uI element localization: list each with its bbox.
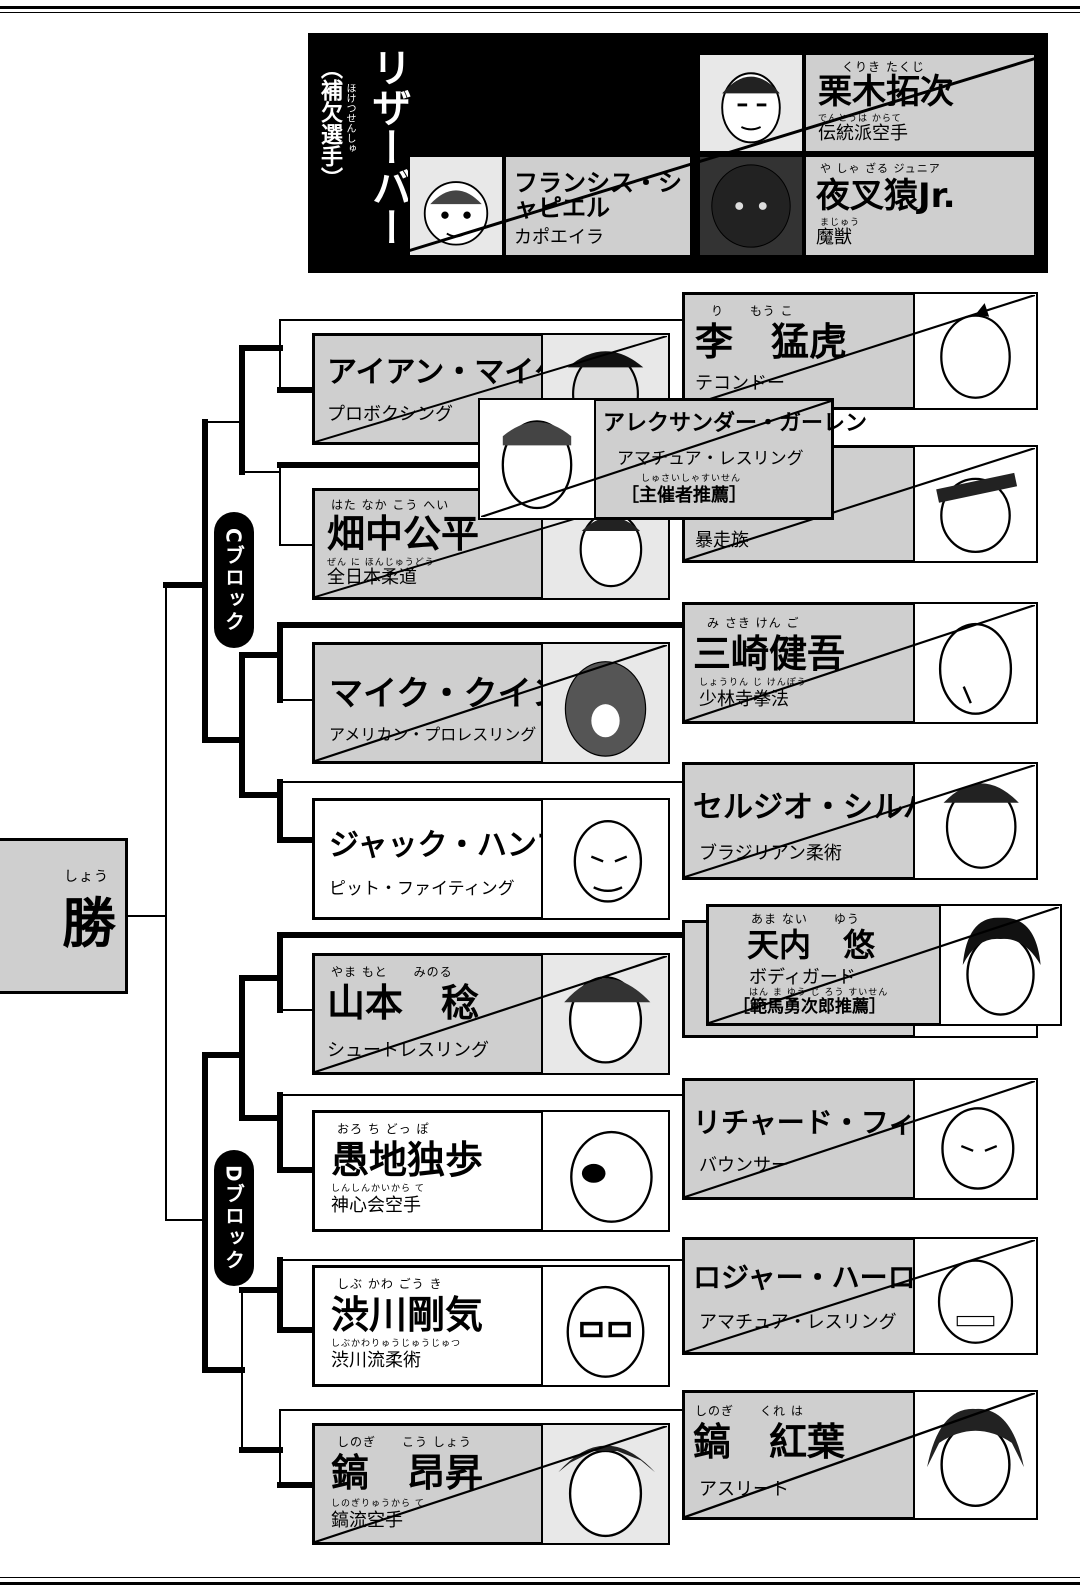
reserve-panel: リザーバー （補欠選手） ほけつせんしゅ くりき たくじ 栗木拓次 でんとうは … [308,33,1048,273]
fighter-name: 渋川剛気 [331,1293,484,1337]
portrait-roger [913,1237,1038,1355]
portrait-jack-hanma [541,798,670,920]
fighter-style: シュートレスリング [327,1040,489,1061]
left-card-3: ジャック・ハンマー ピット・ファイティング [312,798,670,920]
fighter-style: 暴走族 [695,530,749,551]
fighter-ruby: み さき けん ご [707,616,800,630]
recommendation-note: ［範馬勇次郎推薦］ [733,997,886,1017]
portrait-doppo [541,1110,670,1232]
portrait-misaki [913,602,1038,724]
right-card-5: リチャード・フィルス バウンサー [682,1078,1038,1200]
fighter-name: セルジオ・シルバ [693,790,933,825]
portrait-yamamoto [541,953,670,1075]
bottom-border [0,1582,1080,1585]
reserve-title: リザーバー [365,47,411,247]
c-block-label: Cブロック [214,512,254,648]
fighter-style: アメリカン・プロレスリング [329,725,537,744]
left-card-4: やま もと みのる 山本 稔 シュートレスリング [312,953,670,1075]
portrait-gallen [478,398,596,520]
portrait-mike-quinn [541,642,670,764]
fighter-style: バウンサー [699,1155,789,1176]
fighter-style: 全日本柔道 [327,567,417,588]
style-ruby: しぶかわりゅうじゅうじゅつ [331,1339,462,1349]
left-card-2: マイク・クイン アメリカン・プロレスリング [312,642,670,764]
fighter-name: アレクサンダー・ガーレン [603,411,868,436]
fighter-style: ボディガード [749,967,856,988]
fighter-style: アマチュア・レスリング [617,449,804,469]
left-card-6: しぶ かわ ごう き 渋川剛気 しぶかわりゅうじゅうじゅつ 渋川流柔術 [312,1265,670,1387]
fighter-name: ロジャー・ハーロン [693,1261,944,1294]
right-card-7: しのぎ くれ は 鎬 紅葉 アスリート [682,1390,1038,1520]
portrait-shinogi-kureha [913,1390,1038,1520]
left-card-5: おろ ち どっ ぽ 愚地独歩 しんしんかいから て 神心会空手 [312,1110,670,1232]
fighter-ruby: はた なか こう へい [331,498,450,512]
fighter-style: ピット・ファイティング [329,879,515,899]
fighter-ruby: やま もと みのる [331,965,453,979]
fighter-style: 渋川流柔術 [331,1350,421,1371]
fighter-style: プロボクシング [327,404,453,425]
top-border-inner [0,12,1080,13]
style-ruby: しのぎりゅうから て [331,1499,425,1509]
fighter-style: ブラジリアン柔術 [699,843,842,864]
fighter-name: マイク・クイン [329,674,566,714]
left-card-7: しのぎ こう しょう 鎬 昂昇 しのぎりゅうから て 鎬流空手 [312,1423,670,1545]
style-ruby: しんしんかいから て [331,1184,425,1194]
fighter-name: 鎬 昂昇 [331,1451,484,1495]
right-card-3: セルジオ・シルバ ブラジリアン柔術 [682,762,1038,880]
portrait-sergio [913,762,1038,880]
portrait-richard [913,1078,1038,1200]
fighter-name: 山本 稔 [327,981,480,1025]
fighter-name: 李 猛虎 [695,320,848,364]
fighter-name: 天内 悠 [747,926,876,964]
note-ruby: しゅさいしゃすいせん [641,474,742,484]
right-card-6: ロジャー・ハーロン アマチュア・レスリング [682,1237,1038,1355]
fighter-style: アマチュア・レスリング [699,1312,897,1333]
fighter-style: 少林寺拳法 [699,689,789,710]
overlay-card-amanai: あま ない ゆう 天内 悠 ボディガード はん ま ゆう じ ろう すいせん ［… [706,904,1062,1026]
portrait-amanai [939,904,1062,1026]
fighter-style: 鎬流空手 [331,1510,403,1531]
fighter-ruby: しのぎ くれ は [695,1404,804,1418]
fighter-ruby: おろ ち どっ ぽ [337,1122,430,1136]
fighter-name: 鎬 紅葉 [693,1420,846,1464]
fighter-ruby: り もう こ [711,304,794,318]
fighter-style: アスリート [699,1479,789,1500]
fighter-style: テコンドー [695,373,785,394]
right-card-0: り もう こ 李 猛虎 テコンドー [682,292,1038,410]
winner-box: しょう 勝 [0,838,128,994]
fighter-name: 三崎健吾 [693,632,846,676]
top-border [0,6,1080,9]
recommendation-note: ［主催者推薦］ [621,485,747,506]
fighter-ruby: しぶ かわ ごう き [337,1277,443,1291]
fighter-ruby: しのぎ こう しょう [337,1435,472,1449]
right-card-2: み さき けん ご 三崎健吾 しょうりん じ けんぽう 少林寺拳法 [682,602,1038,724]
fighter-name: 畑中公平 [327,512,480,556]
winner-ruby: しょう [64,869,109,885]
portrait-shibukawa [541,1265,670,1387]
portrait-bosozoku [913,445,1038,563]
winner-label: 勝 [62,892,116,955]
reserve-subtitle-ruby: ほけつせんしゅ [344,83,355,153]
overlay-card-gallen: アレクサンダー・ガーレン アマチュア・レスリング しゅさいしゃすいせん ［主催者… [478,398,867,520]
fighter-ruby: あま ない ゆう [751,912,860,926]
fighter-name: 愚地独歩 [331,1138,484,1182]
bottom-border-inner [0,1577,1080,1578]
portrait-shinogi-kosho [541,1423,670,1545]
style-ruby: しょうりん じ けんぽう [699,678,807,688]
fighter-style: 神心会空手 [331,1195,421,1216]
d-block-label: Dブロック [214,1150,254,1286]
reserve-subtitle: （補欠選手） [317,57,342,189]
portrait-li [913,292,1038,410]
